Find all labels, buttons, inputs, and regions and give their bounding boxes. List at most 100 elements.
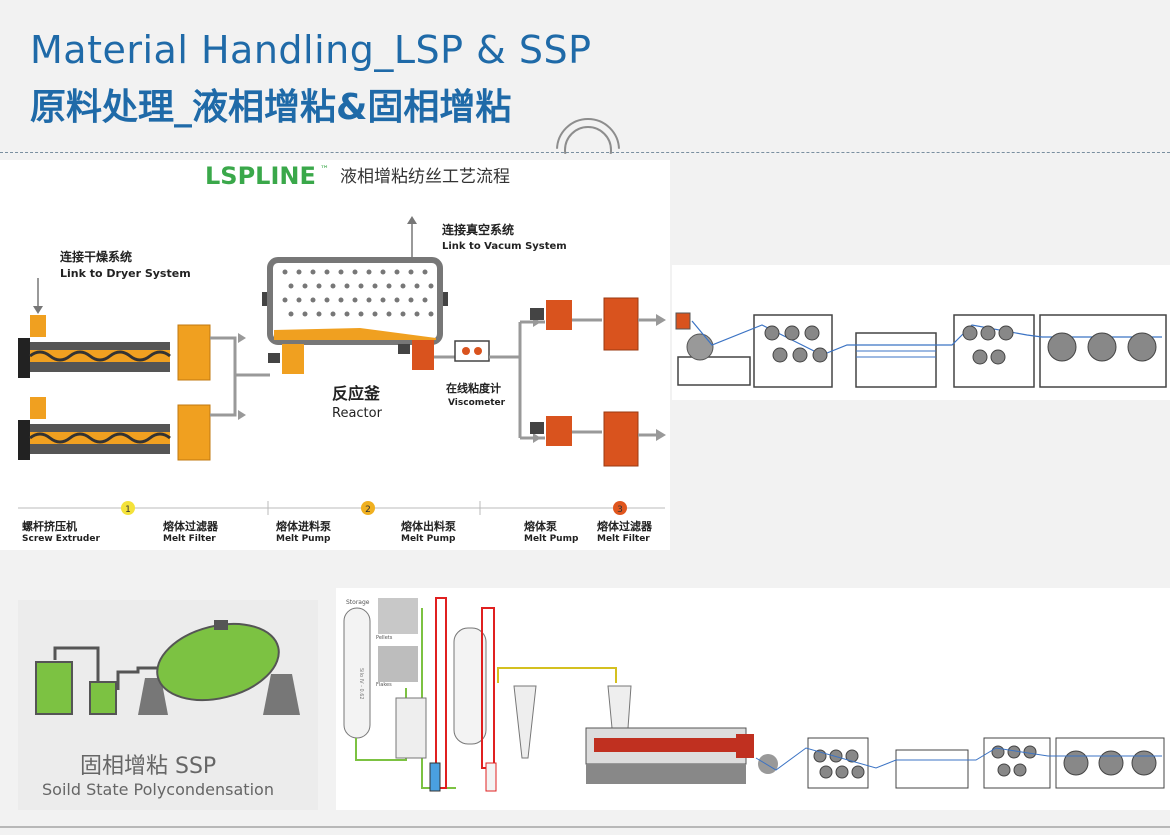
godet-roll	[804, 325, 820, 341]
vacuum-label-cn: 连接真空系统	[442, 222, 514, 237]
godet-roll	[972, 349, 988, 365]
dryer-label-en: Link to Dryer System	[60, 267, 191, 280]
step-2-label: 2	[365, 505, 371, 515]
reactor-dot	[358, 311, 364, 317]
hopper-1	[513, 685, 537, 759]
reactor-dot	[414, 311, 420, 317]
flakes-sample	[378, 646, 418, 682]
ssp-draw-unit-2	[983, 737, 1051, 789]
winder-bobbin	[1131, 750, 1157, 776]
viscometer-label-en: Viscometer	[448, 398, 506, 408]
godet-roll	[845, 749, 859, 763]
godet-roll-1	[686, 333, 714, 361]
ssp-support-left	[138, 678, 168, 715]
step-1-badge	[121, 501, 135, 515]
vacuum-arrowhead-icon	[407, 216, 417, 224]
ssp-support-right	[263, 674, 300, 715]
reactor-dot	[330, 283, 336, 289]
reactor-dot	[316, 311, 322, 317]
godet-roll	[991, 745, 1005, 759]
ssp-tank-2	[89, 681, 117, 715]
godet-roll	[764, 325, 780, 341]
godet-roll	[998, 325, 1014, 341]
ssp-tank-1	[35, 661, 73, 715]
title-en: Material Handling_LSP & SSP	[30, 28, 592, 72]
reactor-dot	[330, 311, 336, 317]
winder-bobbin	[1127, 332, 1157, 362]
lsp-brand-desc: 液相增粘纺丝工艺流程	[340, 167, 510, 187]
reactor-label-en: Reactor	[332, 406, 383, 421]
viscometer-label-cn: 在线粘度计	[446, 381, 501, 395]
oven-unit	[855, 332, 937, 388]
quench-box	[677, 356, 751, 386]
ssp-illustration-panel	[18, 600, 318, 810]
reactor-dot	[428, 311, 434, 317]
pellets-sample	[378, 598, 418, 634]
lsp-brand: LSPLINE	[205, 162, 316, 190]
reactor-label-cn: 反应釜	[332, 384, 381, 403]
pellets-label: Pellets	[376, 635, 393, 641]
reactor-dot	[428, 283, 434, 289]
melt-filter-2	[177, 404, 211, 461]
ssp-title-en: Soild State Polycondensation	[42, 780, 274, 799]
reactor-dot	[316, 283, 322, 289]
reactor-dot	[282, 269, 288, 275]
spin-head-icon	[675, 312, 691, 330]
flakes-label: Flakes	[376, 682, 392, 688]
silo-label: Silo IV - 0.62	[358, 668, 364, 700]
godet-roll	[819, 765, 833, 779]
reactor-dot	[302, 283, 308, 289]
godet-roll	[812, 347, 828, 363]
reactor-dot	[344, 283, 350, 289]
reactor-dot	[422, 269, 428, 275]
reactor-dot	[296, 269, 302, 275]
godet-roll	[990, 349, 1006, 365]
ssp-process-line-panel: Storage Pellets Flakes Silo IV - 0.62	[336, 588, 1170, 810]
winder-bobbin	[1063, 750, 1089, 776]
ssp-oven-unit	[895, 749, 969, 789]
ssp-winder-unit	[1055, 737, 1165, 789]
ssp-process-line-svg: Storage Pellets Flakes Silo IV - 0.62	[343, 597, 1165, 792]
ssp-rotary-reactor	[156, 622, 280, 702]
melt-discharge-pump-motor	[398, 344, 410, 354]
reactor-dot	[288, 311, 294, 317]
godet-roll	[835, 765, 849, 779]
reactor-dot	[344, 311, 350, 317]
winder-bobbin	[1047, 332, 1077, 362]
step-3-label: 3	[617, 505, 623, 515]
reactor-dot	[408, 269, 414, 275]
hopper-2	[607, 685, 632, 729]
spinning-line-top-svg	[675, 312, 1167, 388]
step-1-label: 1	[125, 505, 131, 515]
dryer-label-cn: 连接干燥系统	[60, 249, 132, 264]
melt-pump-top	[546, 300, 572, 330]
draw-unit-2	[953, 314, 1035, 388]
lsp-diagram-panel: LSPLINE ™ 液相增粘纺丝工艺流程 连接干燥系统 Link to Drye…	[0, 160, 670, 550]
screw-extruder-1	[18, 315, 171, 378]
godet-roll	[1007, 745, 1021, 759]
ssp-illustration-svg	[35, 620, 300, 715]
godet-roll	[784, 325, 800, 341]
step-3-badge	[613, 501, 627, 515]
spinning-line-panel-top	[672, 265, 1170, 400]
reactor-dot	[338, 269, 344, 275]
melt-filter-top	[603, 297, 639, 351]
reactor-dot	[386, 283, 392, 289]
reactor-dot	[366, 297, 372, 303]
godet-roll	[980, 325, 996, 341]
reactor-dot	[288, 283, 294, 289]
extruder-base	[586, 764, 746, 784]
ssp-title-cn: 固相增粘 SSP	[80, 754, 217, 779]
reactor-dot	[352, 269, 358, 275]
reactor-dot	[380, 269, 386, 275]
reactor-dot	[386, 311, 392, 317]
winder-bobbin	[1098, 750, 1124, 776]
melt-discharge-pump	[412, 340, 434, 370]
ssp-rolls	[813, 745, 1157, 779]
winder-unit	[1039, 314, 1167, 388]
